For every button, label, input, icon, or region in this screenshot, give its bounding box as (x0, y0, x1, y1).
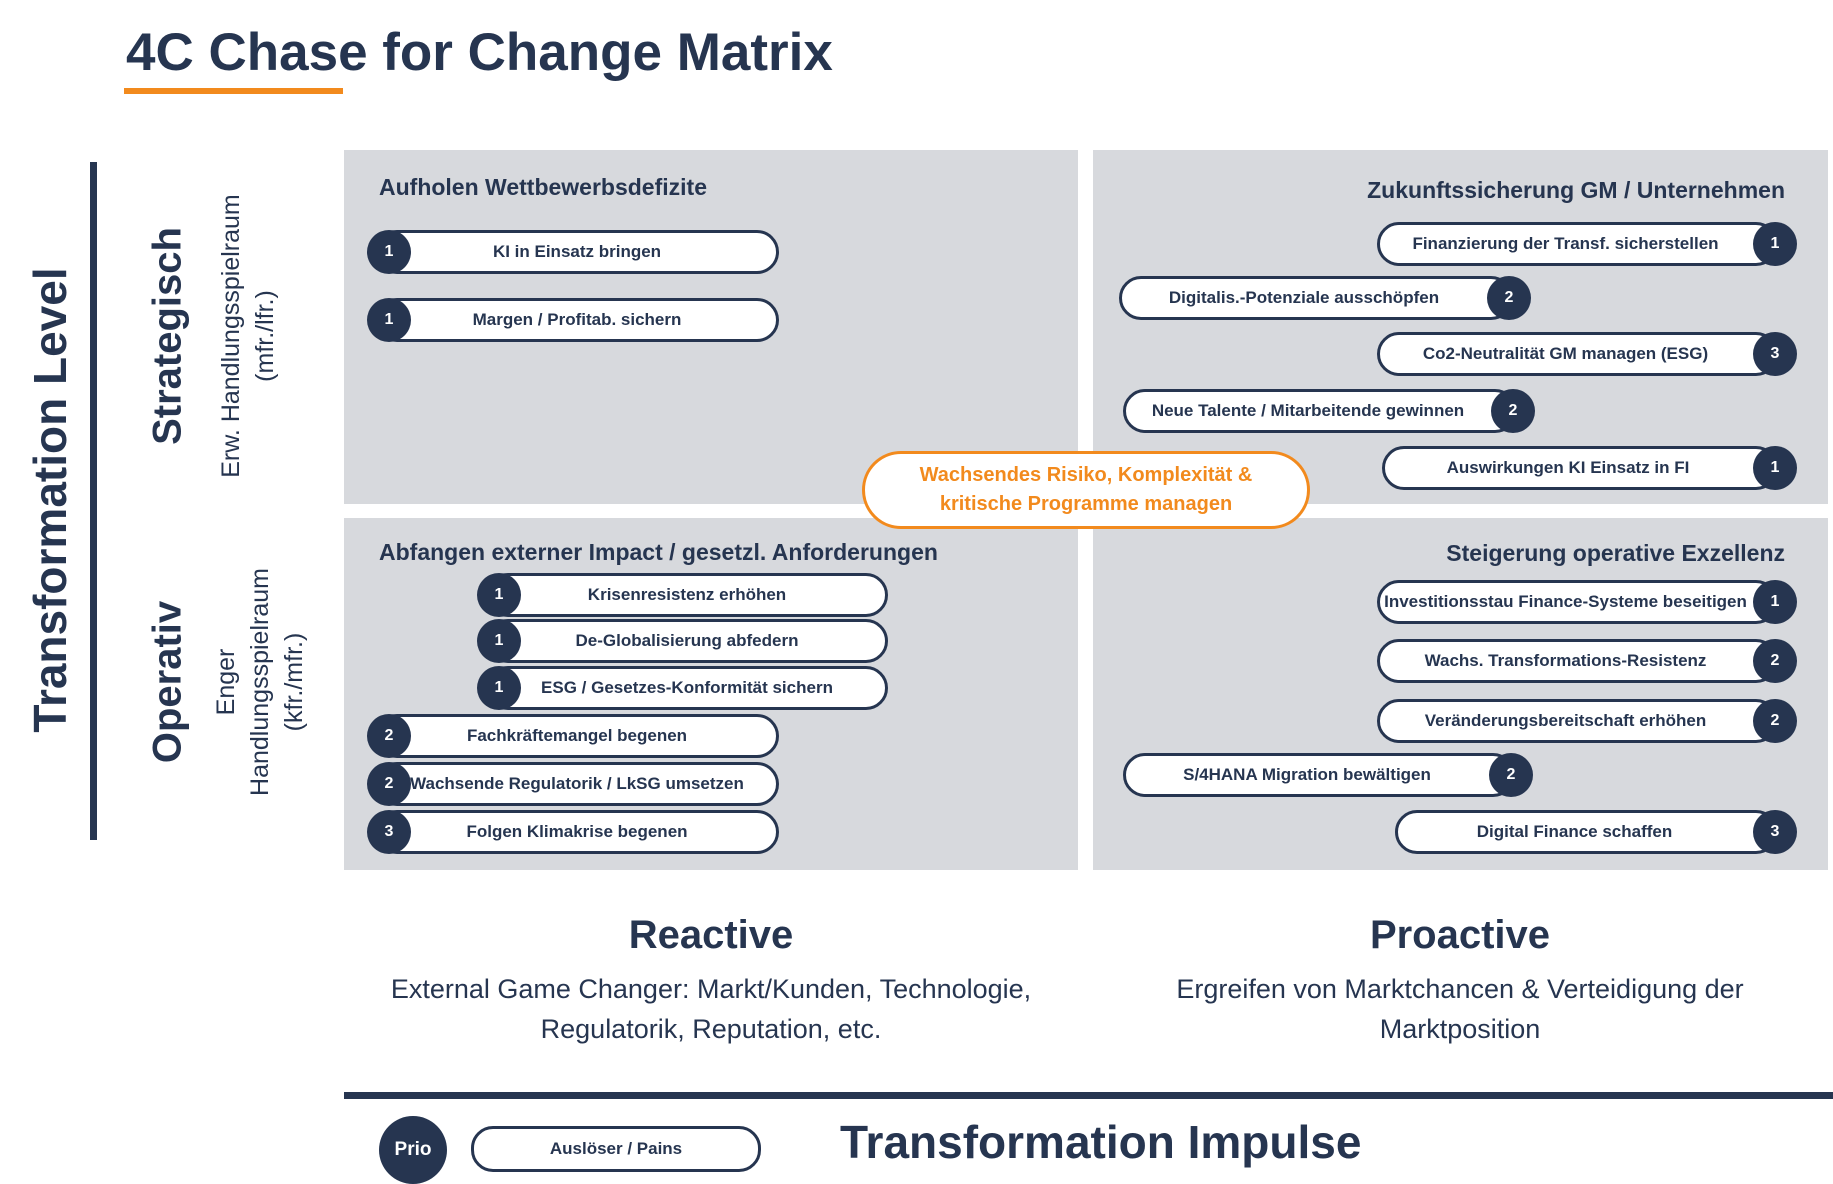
prio-badge: 1 (1753, 446, 1797, 490)
item-pill: De-Globalisierung abfedern (486, 619, 888, 663)
callout-line: kritische Programme managen (939, 493, 1233, 515)
legend-prio-badge: Prio (379, 1116, 447, 1184)
legend-pill: Auslöser / Pains (471, 1126, 761, 1172)
desc-line: Marktposition (1379, 1014, 1541, 1044)
level-sub-line: (mfr./lfr.) (251, 290, 279, 382)
prio-badge: 3 (367, 810, 411, 854)
prio-badge: 2 (1753, 699, 1797, 743)
item-pill: S/4HANA Migration bewältigen (1123, 753, 1515, 797)
column-desc-reactive: External Game Changer: Markt/Kunden, Tec… (344, 969, 1078, 1049)
item-pill: KI in Einsatz bringen (375, 230, 779, 274)
prio-badge: 1 (477, 573, 521, 617)
level-label-operativ: Operativ (145, 600, 190, 764)
prio-badge: 1 (1753, 580, 1797, 624)
item-pill: Neue Talente / Mitarbeitende gewinnen (1123, 389, 1517, 433)
item-label: ESG / Gesetzes-Konformität sichern (541, 678, 833, 697)
prio-badge: 2 (1753, 639, 1797, 683)
column-title-reactive: Reactive (628, 913, 794, 957)
page-title: 4C Chase for Change Matrix (126, 23, 833, 82)
item-label: Co2-Neutralität GM managen (ESG) (1422, 344, 1709, 363)
item-label: Fachkräftemangel begenen (466, 726, 688, 745)
legend-pill-label: Auslöser / Pains (549, 1139, 683, 1158)
item-label: Digitalis.-Potenziale ausschöpfen (1168, 288, 1440, 307)
level-sub-line: Enger (212, 648, 240, 716)
item-pill: Digitalis.-Potenziale ausschöpfen (1119, 276, 1513, 320)
level-sub-line: Erw. Handlungsspielraum (217, 194, 245, 478)
prio-badge: 1 (477, 666, 521, 710)
item-label: Digital Finance schaffen (1476, 822, 1673, 841)
level-label-strategisch: Strategisch (145, 227, 190, 445)
desc-line: External Game Changer: Markt/Kunden, Tec… (390, 974, 1032, 1004)
item-label: Wachs. Transformations-Resistenz (1424, 651, 1707, 670)
prio-badge: 1 (367, 298, 411, 342)
prio-badge: 2 (367, 762, 411, 806)
item-pill: Co2-Neutralität GM managen (ESG) (1377, 332, 1778, 376)
item-label: Veränderungsbereitschaft erhöhen (1424, 711, 1707, 730)
item-pill: Veränderungsbereitschaft erhöhen (1377, 699, 1778, 743)
item-pill: Folgen Klimakrise begenen (375, 810, 779, 854)
prio-badge: 1 (477, 619, 521, 663)
prio-badge: 2 (1487, 276, 1531, 320)
item-pill: Krisenresistenz erhöhen (486, 573, 888, 617)
item-label: Krisenresistenz erhöhen (587, 585, 787, 604)
item-label: Wachsende Regulatorik / LkSG umsetzen (410, 774, 744, 793)
item-label: Folgen Klimakrise begenen (466, 822, 688, 841)
prio-badge: 2 (1489, 753, 1533, 797)
prio-badge: 2 (367, 714, 411, 758)
item-pill: Auswirkungen KI Einsatz in FI (1382, 446, 1778, 490)
item-label: Auswirkungen KI Einsatz in FI (1446, 458, 1690, 477)
item-pill: Wachs. Transformations-Resistenz (1377, 639, 1778, 683)
prio-badge: 1 (1753, 222, 1797, 266)
x-axis-title: Transformation Impulse (840, 1116, 1362, 1168)
column-desc-proactive: Ergreifen von Marktchancen & Verteidigun… (1093, 969, 1827, 1049)
title-underline (124, 88, 343, 94)
column-title-proactive: Proactive (1369, 913, 1551, 957)
quadrant-title-top-right: Zukunftssicherung GM / Unternehmen (1367, 177, 1785, 203)
quadrant-title-bottom-left: Abfangen externer Impact / gesetzl. Anfo… (379, 539, 938, 565)
desc-line: Ergreifen von Marktchancen & Verteidigun… (1176, 974, 1744, 1004)
desc-line: Regulatorik, Reputation, etc. (540, 1014, 882, 1044)
item-label: Finanzierung der Transf. sicherstellen (1412, 234, 1719, 253)
item-label: KI in Einsatz bringen (492, 242, 662, 261)
callout-line: Wachsendes Risiko, Komplexität & (919, 464, 1253, 486)
item-label: De-Globalisierung abfedern (575, 631, 799, 650)
item-pill: Digital Finance schaffen (1395, 810, 1778, 854)
item-pill: Investitionsstau Finance-Systeme beseiti… (1377, 580, 1778, 624)
level-sublabel-strategisch: Erw. Handlungsspielraum (mfr./lfr.) (214, 194, 282, 477)
level-sub-line: Handlungsspielraum (246, 568, 274, 796)
quadrant-title-bottom-right: Steigerung operative Exzellenz (1446, 540, 1785, 566)
item-pill: Fachkräftemangel begenen (375, 714, 779, 758)
item-label: Investitionsstau Finance-Systeme beseiti… (1384, 592, 1747, 611)
y-axis-title: Transformation Level (24, 267, 76, 733)
level-sublabel-operativ: Enger Handlungsspielraum (kfr./mfr.) (209, 568, 311, 796)
prio-badge: 1 (367, 230, 411, 274)
item-pill: Finanzierung der Transf. sicherstellen (1377, 222, 1778, 266)
center-callout: Wachsendes Risiko, Komplexität & kritisc… (862, 451, 1310, 529)
item-label: Neue Talente / Mitarbeitende gewinnen (1151, 401, 1465, 420)
item-pill: Margen / Profitab. sichern (375, 298, 779, 342)
prio-badge: 2 (1491, 389, 1535, 433)
item-pill: ESG / Gesetzes-Konformität sichern (486, 666, 888, 710)
prio-badge: 3 (1753, 810, 1797, 854)
level-sub-line: (kfr./mfr.) (280, 632, 308, 732)
prio-badge: 3 (1753, 332, 1797, 376)
quadrant-title-top-left: Aufholen Wettbewerbsdefizite (379, 174, 707, 200)
item-label: Margen / Profitab. sichern (472, 310, 682, 329)
item-pill: Wachsende Regulatorik / LkSG umsetzen (375, 762, 779, 806)
quadrant-top-right (1093, 150, 1828, 504)
x-axis-line (344, 1092, 1833, 1099)
item-label: S/4HANA Migration bewältigen (1183, 765, 1431, 784)
y-axis-line (90, 162, 97, 840)
